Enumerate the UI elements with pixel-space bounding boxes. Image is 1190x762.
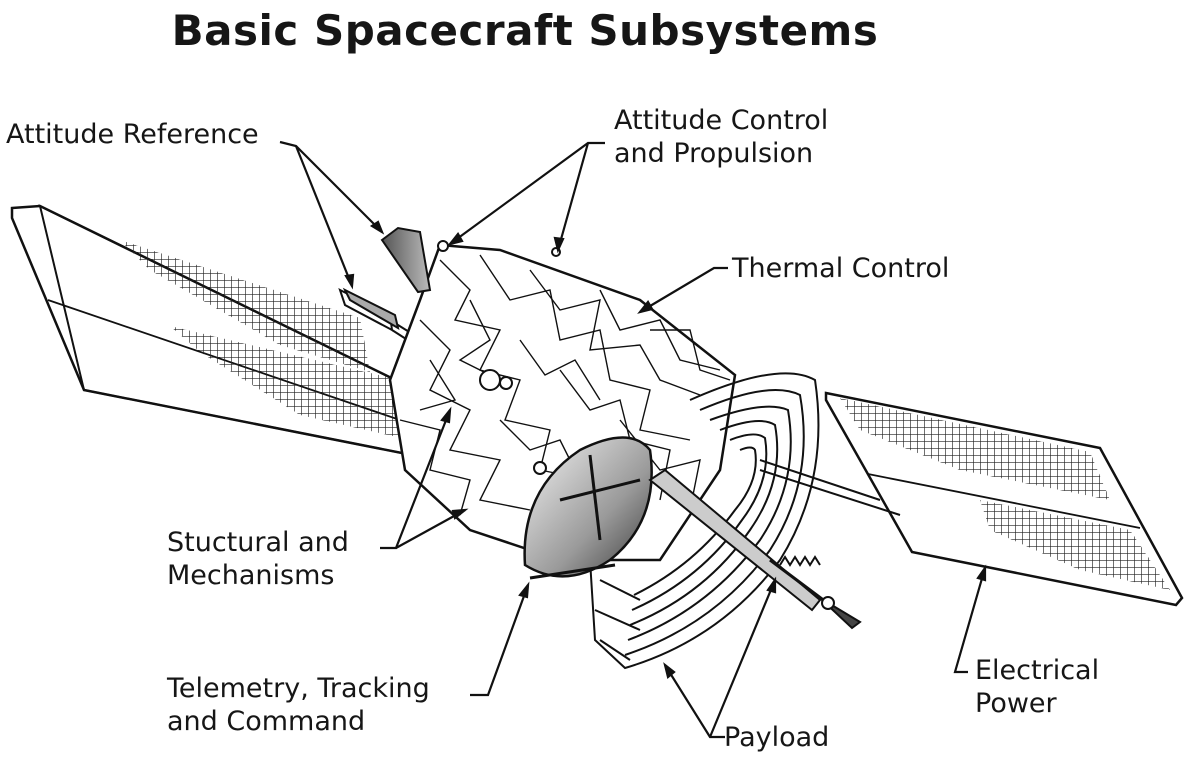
leader-attitude-control bbox=[449, 141, 605, 245]
leader-thermal-control bbox=[639, 266, 728, 313]
attitude-sensor-horn bbox=[380, 226, 432, 294]
label-attitude-control: Attitude Control and Propulsion bbox=[614, 105, 829, 169]
label-payload: Payload bbox=[724, 722, 830, 753]
diagram-title: Basic Spacecraft Subsystems bbox=[171, 6, 879, 55]
label-thermal-control: Thermal Control bbox=[732, 253, 950, 284]
leader-ttc bbox=[470, 584, 530, 697]
leader-electrical-power bbox=[953, 567, 987, 674]
dish-antenna bbox=[523, 436, 653, 580]
mechanism-joint bbox=[479, 369, 501, 391]
label-electrical-power: Electrical Power bbox=[975, 655, 1100, 719]
leader-payload bbox=[664, 664, 725, 739]
thruster-left bbox=[437, 240, 449, 252]
label-telemetry-tracking-command: Telemetry, Tracking and Command bbox=[167, 673, 430, 737]
attitude-sensor-cone bbox=[342, 287, 400, 331]
payload-antenna-array bbox=[589, 372, 820, 670]
label-attitude-reference: Attitude Reference bbox=[6, 119, 259, 150]
payload-feed-mast bbox=[648, 468, 862, 630]
label-structural-mechanisms: Stuctural and Mechanisms bbox=[167, 527, 349, 591]
leader-attitude-reference bbox=[279, 140, 383, 233]
leader-lines bbox=[279, 140, 987, 739]
left-solar-array bbox=[10, 204, 422, 457]
right-solar-array bbox=[759, 391, 1184, 607]
